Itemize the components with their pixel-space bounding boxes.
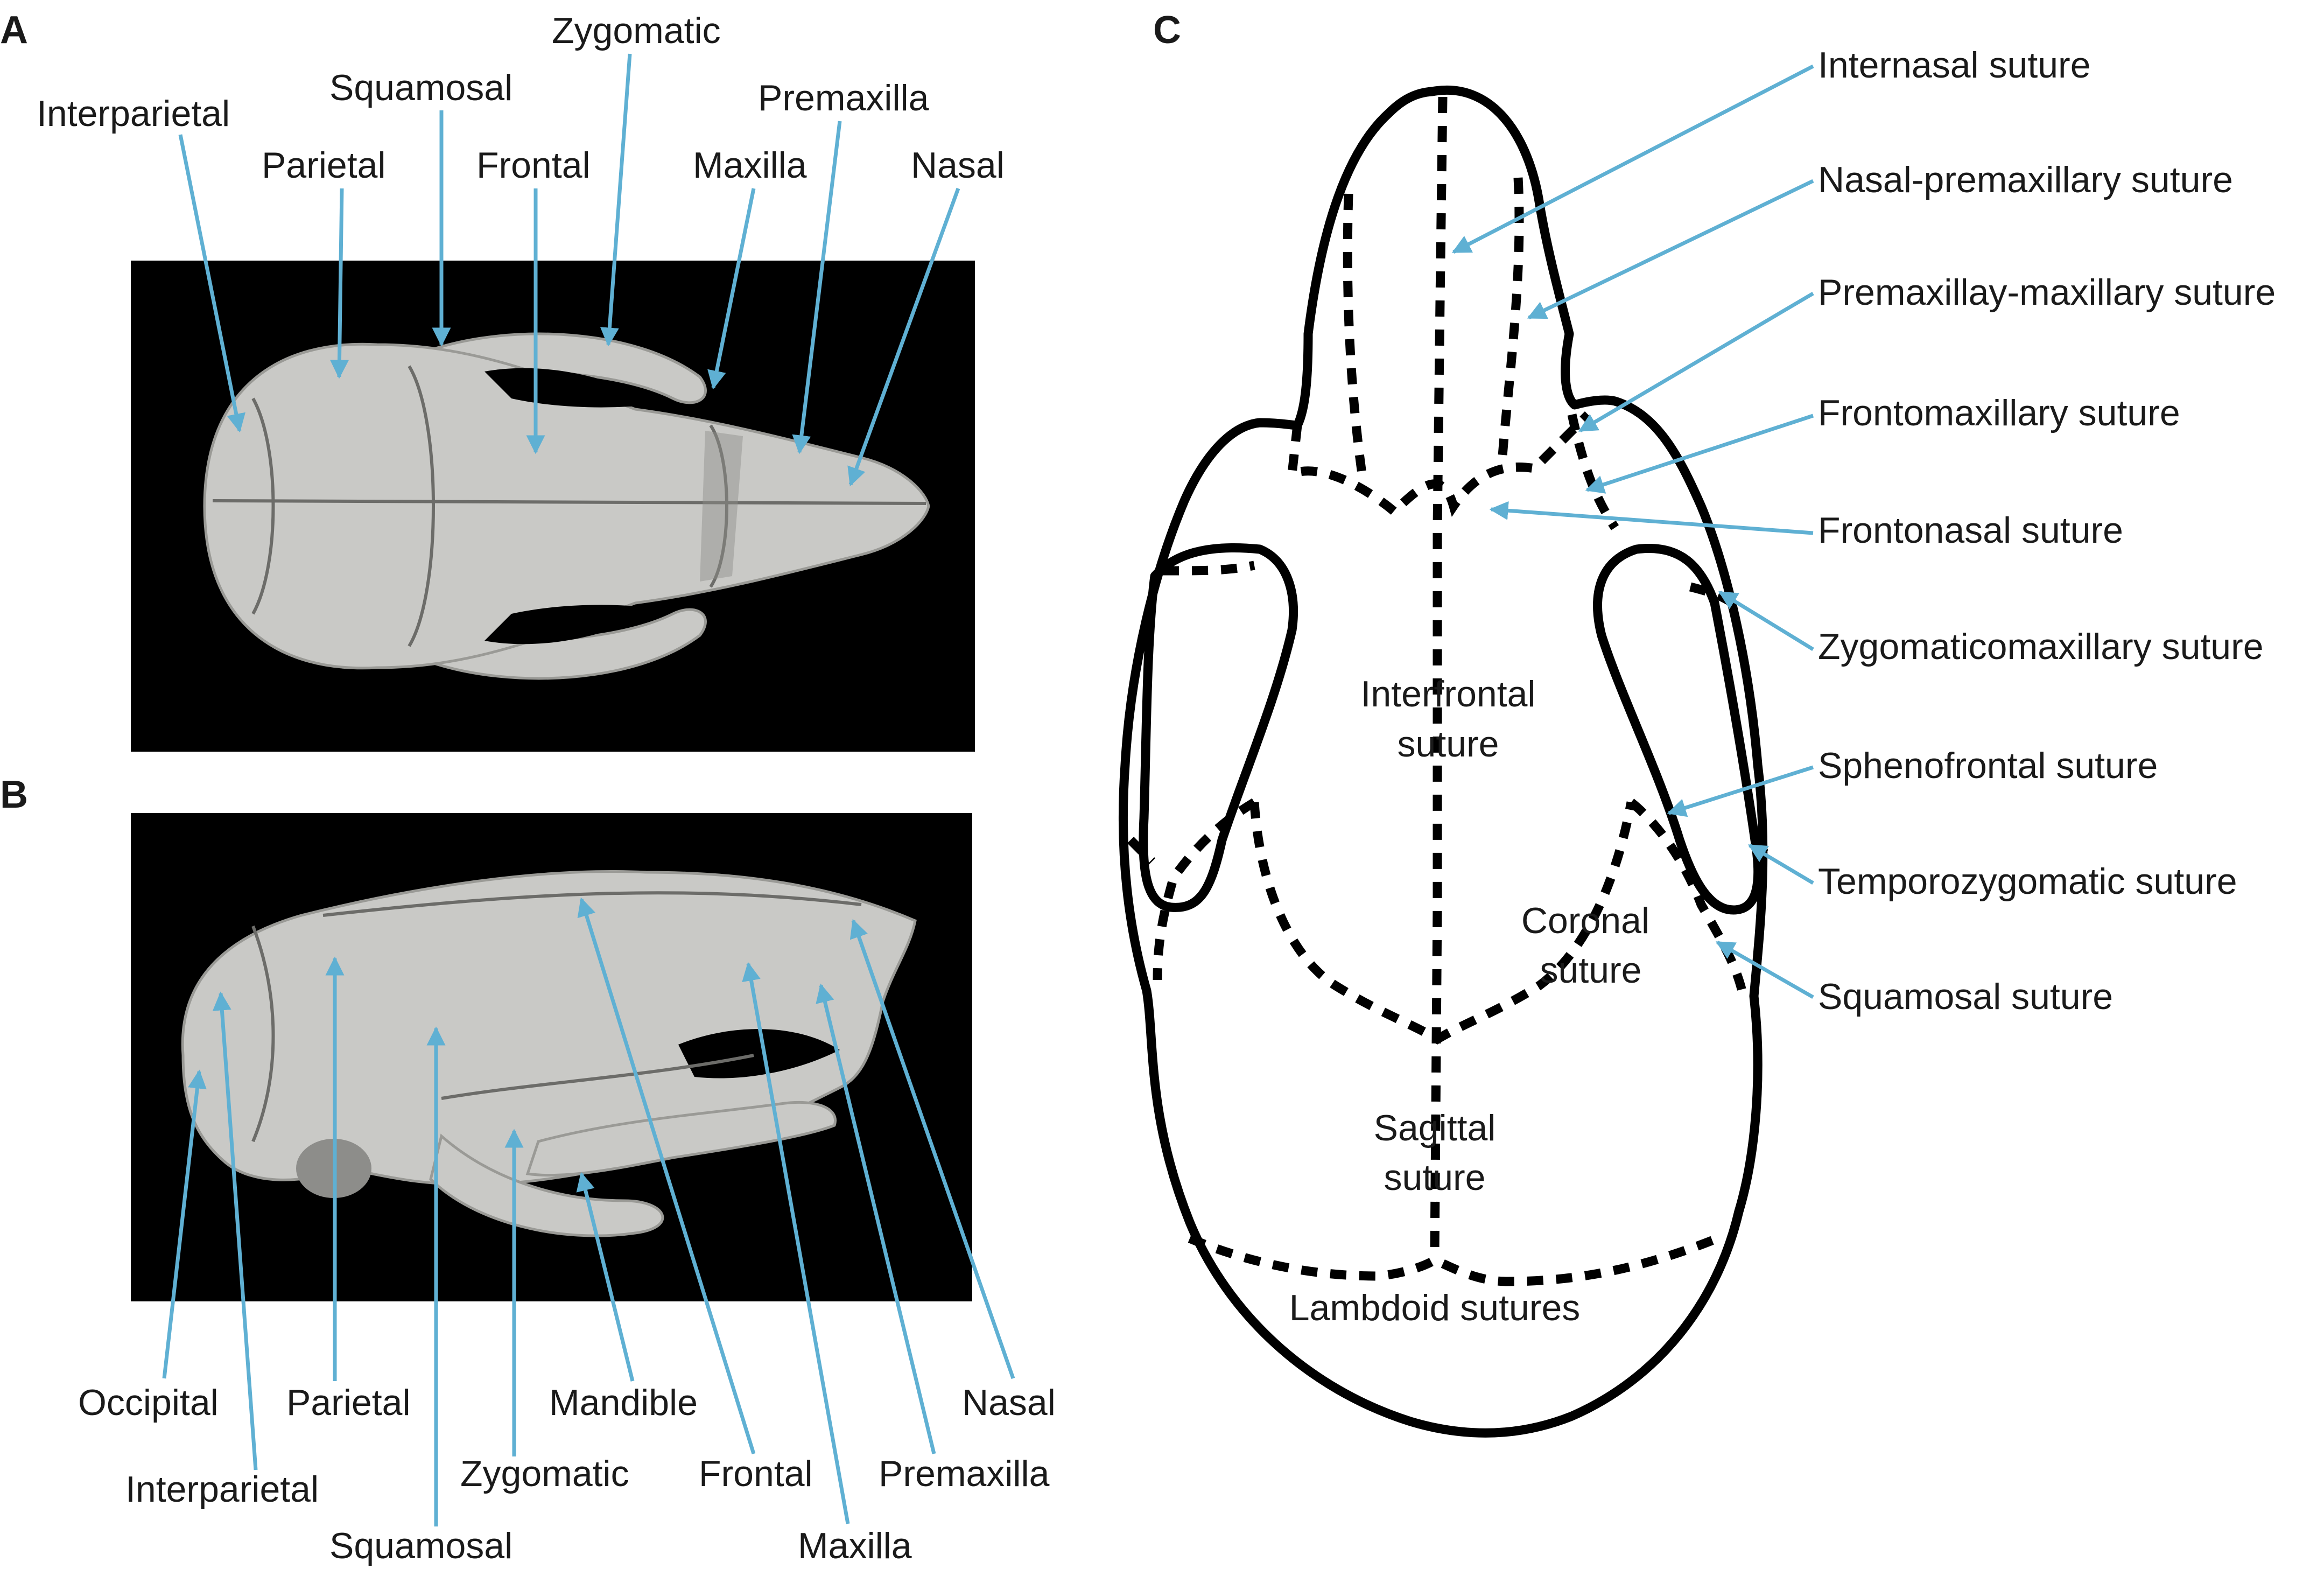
panel-b-label-zygomatic: Zygomatic	[460, 1453, 629, 1494]
panel-b-label-squamosal: Squamosal	[329, 1525, 512, 1566]
panel-b-label-parietal: Parietal	[286, 1382, 411, 1423]
panel-a-label-frontal: Frontal	[476, 145, 591, 186]
panel-a-label-maxilla: Maxilla	[693, 145, 807, 186]
skull-dorsal-view	[203, 332, 930, 680]
panel-c: C Interfrontal suture Coronal sut	[1118, 9, 2276, 1438]
arrow-temporozygomatic-suture	[1747, 843, 1814, 885]
panel-a-label-squamosal: Squamosal	[329, 67, 512, 108]
arrow-a-parietal	[329, 188, 349, 379]
arrow-b-occipital	[162, 1069, 207, 1379]
arrow-nasal-premaxillary-suture	[1527, 179, 1814, 320]
label-nasal-premaxillary-suture: Nasal-premaxillary suture	[1818, 159, 2233, 200]
arrow-squamosal-suture	[1715, 940, 1814, 999]
suture-sphenofrontal-left-line	[1153, 798, 1257, 980]
arrow-premaxillay-maxillary-suture	[1578, 291, 1814, 433]
panel-a-label-interparietal: Interparietal	[37, 93, 230, 134]
label-internasal-suture: Internasal suture	[1818, 45, 2091, 86]
panel-b-label-maxilla: Maxilla	[798, 1525, 912, 1566]
panel-a-letter: A	[0, 9, 28, 52]
panel-b-label-interparietal: Interparietal	[125, 1469, 319, 1510]
panel-c-letter: C	[1153, 9, 1181, 52]
panel-a-label-premaxilla: Premaxilla	[758, 78, 929, 118]
label-premaxillay-maxillary-suture: Premaxillay-maxillary suture	[1818, 272, 2276, 313]
arrow-zygomaticomaxillary-suture	[1718, 591, 1814, 651]
panel-b-label-frontal: Frontal	[699, 1453, 813, 1494]
panel-b-label-occipital: Occipital	[78, 1382, 219, 1423]
arrow-a-zygomatic	[600, 53, 632, 347]
suture-nasal-premaxillary-right-line	[1497, 177, 1524, 464]
label-squamosal-suture: Squamosal suture	[1818, 976, 2113, 1017]
label-sphenofrontal-suture: Sphenofrontal suture	[1818, 745, 2158, 786]
suture-temporozygomatic-left-line	[1127, 836, 1156, 865]
label-sagittal-line2: suture	[1384, 1157, 1486, 1198]
arrow-b-premaxilla	[816, 983, 936, 1454]
label-sagittal-line1: Sagittal	[1374, 1108, 1496, 1148]
arrow-a-maxilla	[707, 188, 756, 390]
arrow-b-mandible	[576, 1172, 635, 1382]
arrow-b-nasal	[849, 919, 1015, 1379]
label-interfrontal-line1: Interfrontal	[1360, 674, 1535, 715]
panel-b-label-mandible: Mandible	[549, 1382, 698, 1423]
suture-frontonasal-line	[1286, 411, 1592, 518]
arrow-b-maxilla	[742, 962, 850, 1524]
panel-a-label-nasal: Nasal	[911, 145, 1005, 186]
panel-a-label-zygomatic: Zygomatic	[552, 10, 721, 51]
panel-b-letter: B	[0, 773, 28, 816]
label-frontonasal-suture: Frontonasal suture	[1818, 510, 2123, 551]
panel-b: B Occipital Parietal Mandible Nasal Inte…	[0, 773, 1056, 1566]
arrow-frontonasal-suture	[1489, 501, 1814, 535]
suture-coronal-line	[1249, 801, 1636, 1045]
suture-squamosal-right-line	[1628, 798, 1749, 1003]
arrow-b-interparietal	[212, 991, 258, 1470]
label-coronal-line2: suture	[1540, 950, 1642, 991]
arrow-internasal-suture	[1451, 64, 1814, 254]
arrow-b-frontal	[577, 897, 756, 1455]
label-coronal-line1: Coronal	[1521, 900, 1649, 941]
label-zygomaticomaxillary-suture: Zygomaticomaxillary suture	[1818, 626, 2264, 667]
suture-zygomaticomaxillary-left-line	[1162, 561, 1255, 576]
panel-b-label-premaxilla: Premaxilla	[879, 1453, 1050, 1494]
panel-b-label-nasal: Nasal	[962, 1382, 1056, 1423]
label-temporozygomatic-suture: Temporozygomatic suture	[1818, 861, 2237, 902]
suture-nasal-premaxillary-left-line	[1343, 193, 1367, 475]
arrow-sphenofrontal-suture	[1667, 765, 1814, 817]
panel-a: A Interparietal Squamosal Zygomatic Prem…	[0, 9, 1005, 752]
suture-frontomaxillary-line	[1567, 414, 1619, 530]
label-lambdoid: Lambdoid sutures	[1289, 1287, 1581, 1328]
arrow-a-premaxilla	[792, 121, 842, 454]
skull-lateral-view	[181, 870, 917, 1237]
arrow-a-interparietal	[178, 134, 245, 433]
panel-a-label-parietal: Parietal	[262, 145, 386, 186]
arrow-a-nasal	[847, 187, 960, 487]
label-frontomaxillary-suture: Frontomaxillary suture	[1818, 393, 2180, 433]
label-interfrontal-line2: suture	[1398, 724, 1499, 765]
suture-lambdoid-line	[1188, 1234, 1719, 1286]
arrow-frontomaxillary-suture	[1585, 414, 1814, 494]
